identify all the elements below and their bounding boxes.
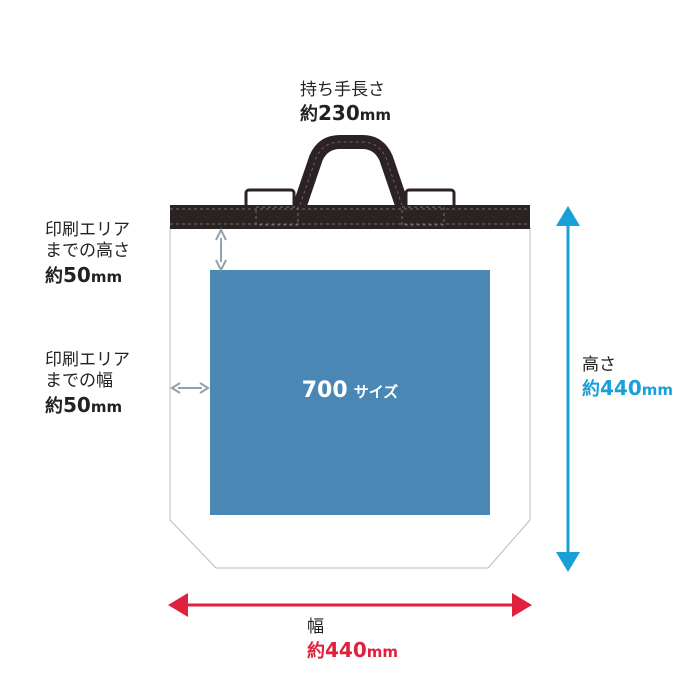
width-label: 幅 約440mm: [307, 617, 398, 664]
print-area: [210, 270, 490, 515]
height-label: 高さ 約440mm: [582, 355, 673, 402]
bag-top-band: [170, 205, 530, 229]
print-area-size-suffix: サイズ: [353, 383, 399, 401]
height-value: 約440mm: [582, 376, 674, 401]
print-top-margin-label: 印刷エリア までの高さ 約50mm: [45, 220, 130, 288]
print-side-line2: までの幅: [45, 371, 113, 392]
print-side-margin-label: 印刷エリア までの幅 約50mm: [45, 350, 130, 418]
width-dimension-arrow: [168, 593, 532, 617]
height-title: 高さ: [582, 355, 616, 375]
print-top-margin-arrow: [215, 227, 227, 273]
print-top-line2: までの高さ: [45, 241, 130, 262]
height-dimension-arrow: [556, 206, 580, 572]
bag-handle: [293, 135, 409, 212]
print-side-value: 約50mm: [45, 392, 123, 417]
print-top-line1: 印刷エリア: [45, 220, 130, 240]
handle-length-value: 約230mm: [300, 101, 392, 126]
handle-length-title: 持ち手長さ: [300, 80, 385, 100]
print-area-size-number: 700: [301, 378, 348, 403]
print-top-value: 約50mm: [45, 262, 123, 287]
print-side-margin-arrow: [170, 382, 210, 394]
print-area-size-label: 700 サイズ: [210, 378, 490, 403]
width-title: 幅: [307, 617, 324, 637]
print-side-line1: 印刷エリア: [45, 350, 130, 370]
width-value: 約440mm: [307, 638, 399, 663]
handle-length-label: 持ち手長さ 約230mm: [300, 80, 391, 127]
